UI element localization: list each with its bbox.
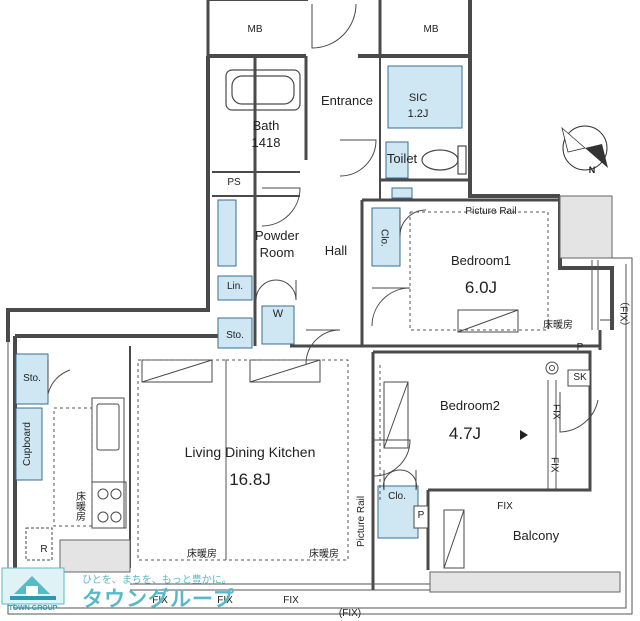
toilet-label: Toilet bbox=[386, 151, 418, 166]
sic-area-label: 1.2J bbox=[407, 108, 429, 120]
bedroom1-name-label: Bedroom1 bbox=[451, 253, 511, 268]
small-boxes bbox=[413, 361, 591, 529]
sto-center-label: Sto. bbox=[226, 330, 244, 341]
floor-heating-bedroom1-label: 床暖房 bbox=[543, 320, 573, 331]
ldk-area-label: 16.8J bbox=[229, 470, 271, 489]
floor-heating-kitchen-label: 床暖房 bbox=[73, 491, 85, 521]
sto-left-label: Sto. bbox=[23, 373, 41, 384]
toilet-fixture bbox=[421, 145, 467, 175]
sic-name-label: SIC bbox=[408, 92, 428, 104]
dashed-outlines bbox=[53, 211, 549, 561]
floor-heating-ldk-right-label: 床暖房 bbox=[309, 549, 339, 560]
brand-tagline: ひとを、まちを、もっと豊かに。 bbox=[82, 575, 232, 586]
clo-bedroom1-label: Clo. bbox=[378, 229, 390, 247]
powder-line2-label: Room bbox=[259, 245, 295, 260]
bedroom1-area-label: 6.0J bbox=[464, 278, 498, 297]
bathtub bbox=[225, 69, 301, 111]
brand-name: タウングループ bbox=[82, 588, 235, 611]
hall-label: Hall bbox=[324, 243, 348, 258]
compass-north-label: N bbox=[588, 165, 596, 175]
sk-label: SK bbox=[573, 372, 587, 383]
fixtures bbox=[15, 65, 463, 539]
mb-left-label: MB bbox=[247, 24, 263, 35]
fix-bottom-3-label: FIX bbox=[283, 595, 299, 606]
picture-rail-side-label: Picture Rail bbox=[356, 495, 367, 547]
bath-size-label: 1418 bbox=[251, 135, 281, 150]
walls bbox=[6, 0, 614, 590]
bedroom2-name-label: Bedroom2 bbox=[440, 398, 500, 413]
fix-right-outer-label: （FIX） bbox=[617, 296, 629, 332]
picture-rail-top-label: Picture Rail bbox=[465, 206, 517, 217]
p-upper-label: P bbox=[576, 342, 584, 353]
fix-bottom-2-label: FIX bbox=[217, 595, 233, 606]
floor-heating-ldk-left-label: 床暖房 bbox=[187, 549, 217, 560]
fix-bottom-1-label: FIX bbox=[152, 595, 168, 606]
clo-bedroom2-label: Clo. bbox=[388, 491, 406, 502]
entrance-label: Entrance bbox=[320, 93, 374, 108]
bath-name-label: Bath bbox=[252, 118, 280, 133]
town-group-logo-icon bbox=[1, 567, 65, 605]
r-label: R bbox=[40, 544, 48, 555]
p-lower-label: P bbox=[417, 510, 425, 521]
compass-icon bbox=[561, 125, 608, 171]
lin-label: Lin. bbox=[226, 281, 244, 292]
fix-bedroom2-b-label: FIX bbox=[548, 457, 560, 473]
bedroom2-area-label: 4.7J bbox=[448, 424, 482, 443]
ps-label: PS bbox=[227, 177, 241, 188]
w-label: W bbox=[272, 308, 284, 320]
fix-bedroom2-a-label: FIX bbox=[550, 404, 562, 420]
windows bbox=[130, 260, 599, 591]
cupboard-label: Cupboard bbox=[22, 422, 33, 466]
bedroom2-marker-icon bbox=[520, 430, 528, 440]
ldk-name-label: Living Dining Kitchen bbox=[184, 444, 316, 460]
balcony-label: Balcony bbox=[512, 528, 560, 543]
fix-bottom-outer-label: (FIX) bbox=[338, 608, 362, 619]
fix-balcony-label: FIX bbox=[497, 501, 513, 512]
columns bbox=[59, 195, 621, 593]
powder-line1-label: Powder bbox=[254, 228, 300, 243]
door-swings bbox=[47, 3, 613, 491]
mb-right-label: MB bbox=[423, 24, 439, 35]
brand-logo-text: TOWN GROUP bbox=[8, 605, 58, 612]
